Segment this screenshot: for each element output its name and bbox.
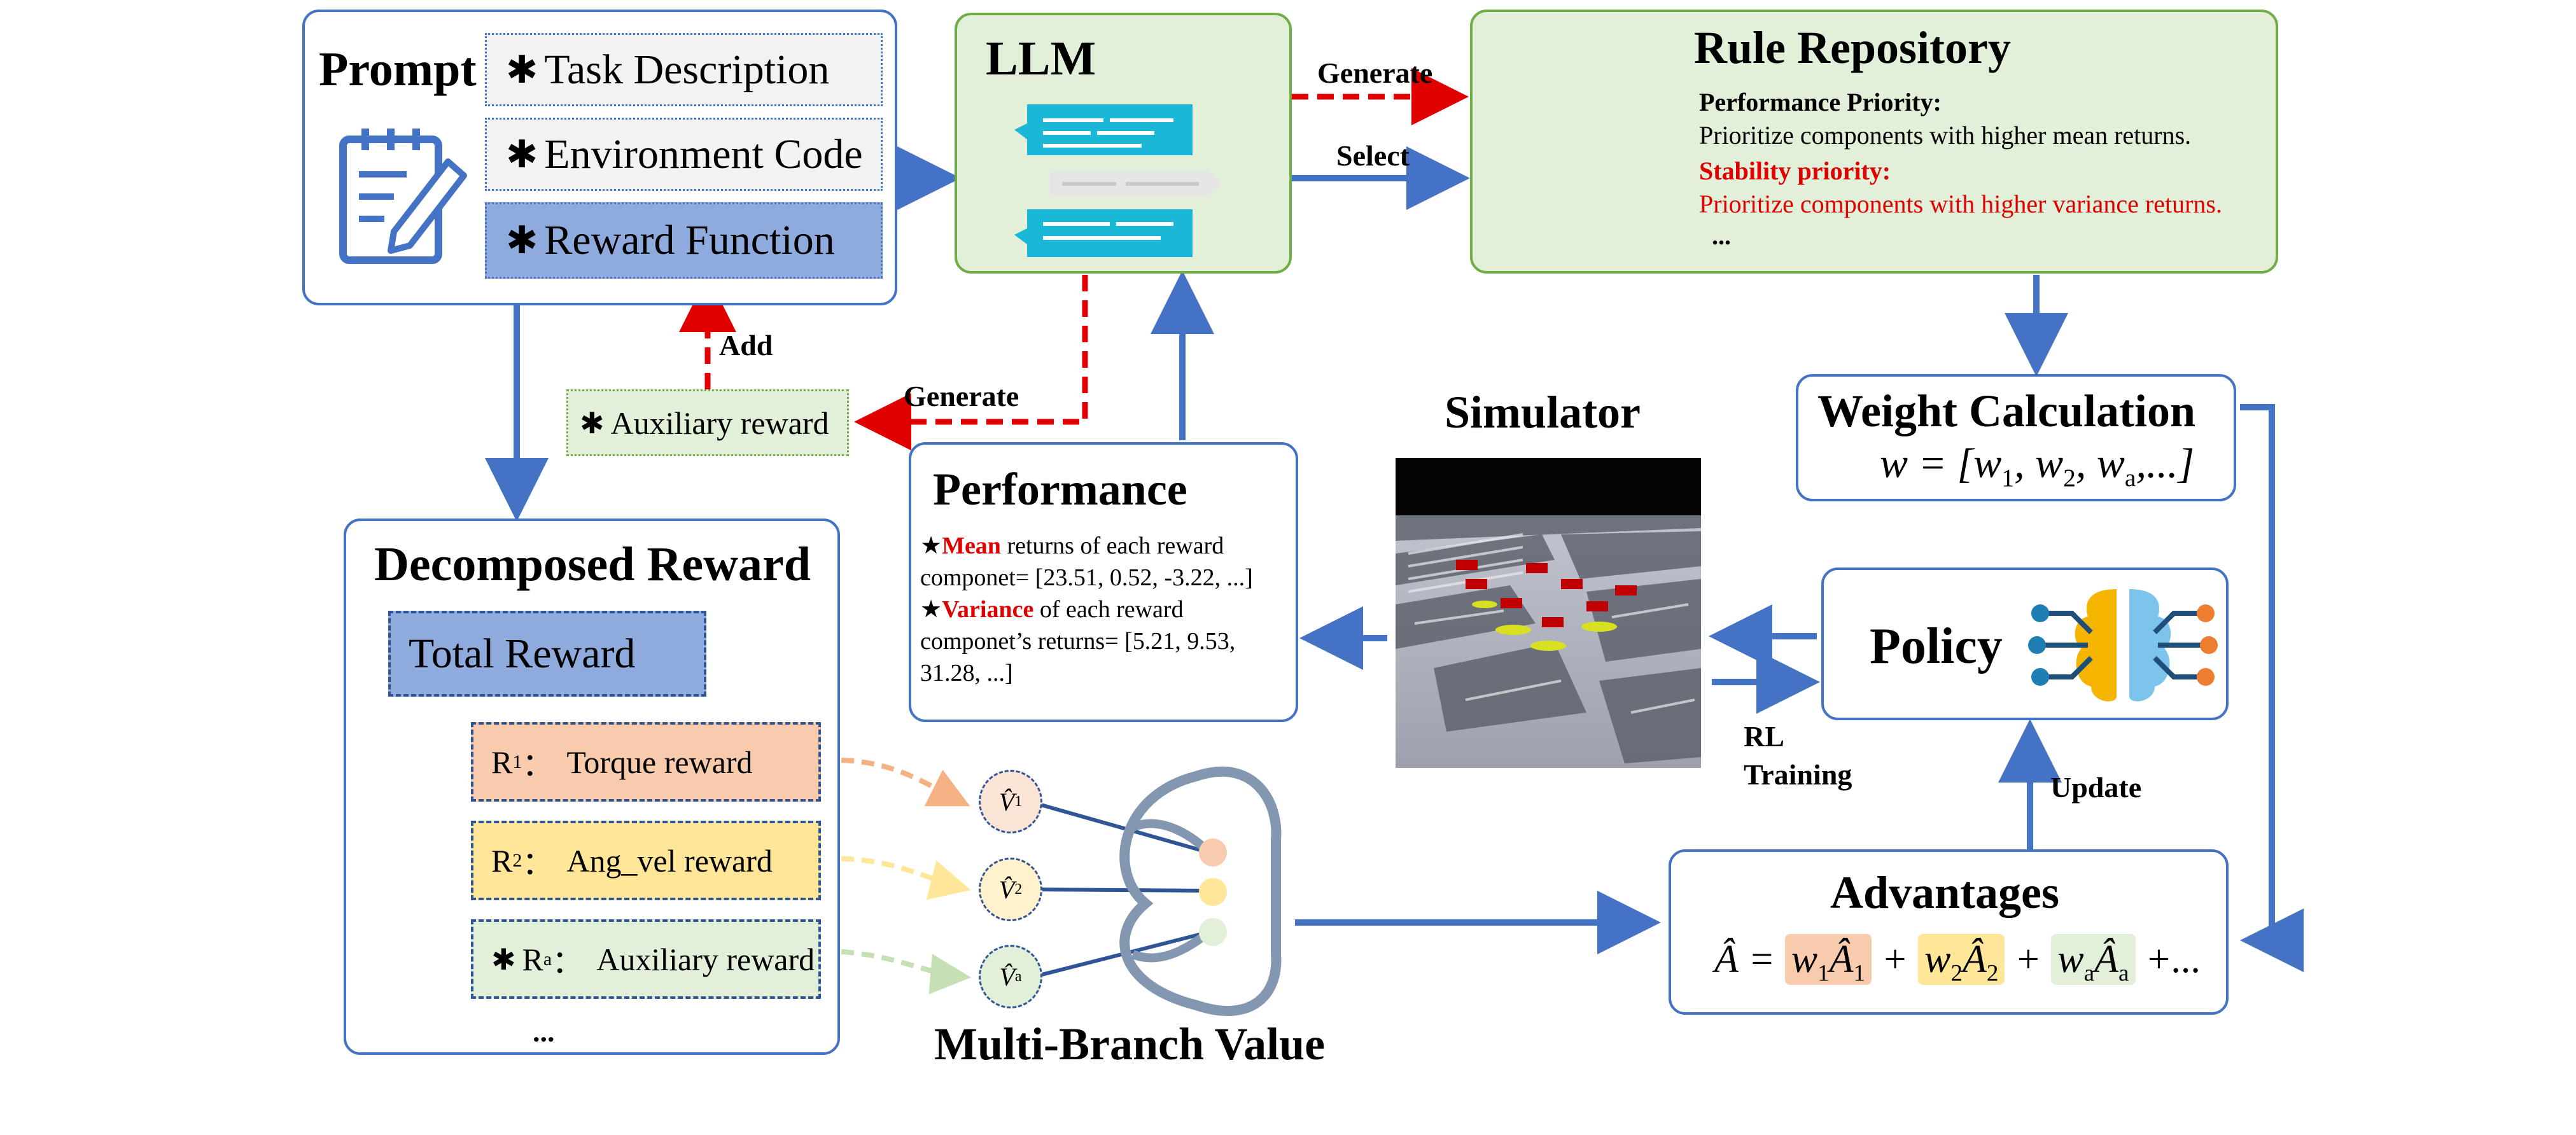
policy-panel: Policy (1821, 568, 2229, 720)
prompt-item-environment-code: ✱Environment Code (485, 118, 883, 191)
update-label: Update (2050, 771, 2142, 804)
advantages-formula: Â = w1Â1 + w2Â2 + waÂa +... (1714, 934, 2201, 985)
generate-label-mid: Generate (904, 380, 1019, 412)
auxiliary-reward-box: ✱Auxiliary reward (566, 389, 849, 456)
notepad-pencil-icon (339, 129, 467, 264)
advantages-panel: Advantages Â = w1Â1 + w2Â2 + waÂa +... (1669, 849, 2229, 1015)
performance-variance-values: componet’s returns= [5.21, 9.53, (920, 628, 1236, 655)
simulator-title: Simulator (1445, 387, 1641, 438)
robot-markers (1456, 560, 1637, 651)
value-head-2: V̂2 (979, 858, 1042, 921)
performance-mean-line: ★Mean returns of each reward (920, 533, 1224, 559)
rule-stability-desc: Prioritize components with higher varian… (1699, 190, 2222, 218)
llm-panel: LLM (955, 13, 1292, 274)
rule-repository-title: Rule Repository (1694, 22, 2011, 73)
weight-formula: w = [w1, w2, wa,...] (1880, 440, 2195, 492)
generate-label-top: Generate (1317, 57, 1433, 89)
quadruped-robots-terrain-image (1396, 458, 1701, 768)
chat-bubbles-icon (1014, 104, 1221, 257)
brain-network-icon (2028, 589, 2218, 702)
total-reward-box: Total Reward (388, 611, 706, 697)
multi-branch-title: Multi-Branch Value (934, 1019, 1326, 1069)
advantages-title: Advantages (1830, 867, 2060, 918)
performance-mean-values: componet= [23.51, 0.52, -3.22, ...] (920, 564, 1253, 591)
value-head-a: V̂a (979, 945, 1042, 1008)
rule-repository-panel: Rule Repository Performance Priority: Pr… (1470, 10, 2278, 274)
multi-branch-network-icon (1119, 766, 1282, 1016)
performance-panel: Performance ★Mean returns of each reward… (909, 442, 1298, 722)
weight-to-advantages-arrow (2240, 404, 2304, 972)
decomposed-title: Decomposed Reward (374, 538, 811, 591)
value-head-1: V̂1 (979, 770, 1042, 833)
rule-performance-desc: Prioritize components with higher mean r… (1699, 121, 2192, 150)
prompt-item-reward-function: ✱Reward Function (485, 202, 883, 279)
performance-variance-line: ★Variance of each reward (920, 596, 1184, 623)
rule-more: ... (1712, 221, 1731, 250)
prompt-item-task-description: ✱Task Description (485, 33, 883, 106)
performance-title: Performance (933, 464, 1187, 515)
weight-title: Weight Calculation (1817, 386, 2196, 436)
decomposed-more: ... (533, 1015, 555, 1048)
policy-title: Policy (1870, 618, 2003, 674)
training-label: Training (1744, 758, 1852, 791)
performance-variance-values-2: 31.28, ...] (920, 660, 1013, 686)
llm-title: LLM (986, 32, 1096, 85)
select-label: Select (1336, 139, 1410, 172)
generate-aux-arrow (854, 275, 1088, 450)
rl-label: RL (1744, 720, 1784, 753)
weight-calculation-panel: Weight Calculation w = [w1, w2, wa,...] (1796, 374, 2236, 501)
rule-stability-name: Stability priority: (1699, 157, 1891, 185)
add-label: Add (719, 329, 773, 361)
prompt-title: Prompt (319, 43, 477, 96)
rule-performance-name: Performance Priority: (1699, 88, 1942, 116)
